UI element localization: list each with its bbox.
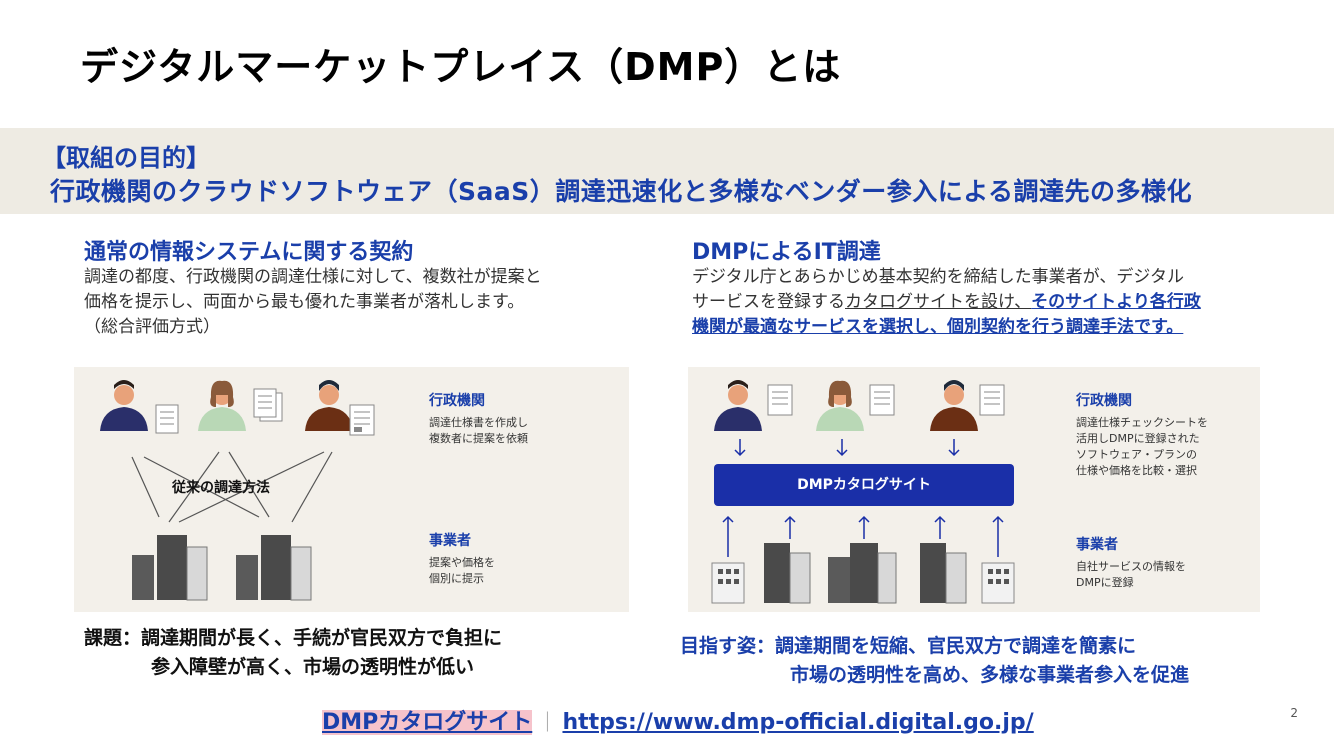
footer-separator: ｜ xyxy=(537,710,558,734)
left-biz-heading: 事業者 xyxy=(429,533,471,549)
right-gov-line4: 仕様や価格を比較・選択 xyxy=(1076,464,1197,477)
left-gov-line1: 調達仕様書を作成し xyxy=(429,416,528,429)
right-description: デジタル庁とあらかじめ基本契約を締結した事業者が、デジタル サービスを登録するカ… xyxy=(692,265,1292,340)
dmp-procurement-diagram: DMPカタログサイト 行政機関 調達仕様チェックシートを 活用しDMPに登録され… xyxy=(688,367,1260,612)
document-stack-icon xyxy=(253,388,283,422)
right-biz-line2: DMPに登録 xyxy=(1076,576,1134,589)
right-desc-line2b: カタログサイトを設け、 xyxy=(845,292,1032,312)
left-biz-line2: 個別に提示 xyxy=(429,572,484,585)
building-icon xyxy=(132,535,208,601)
page-title: デジタルマーケットプレイス（DMP）とは xyxy=(80,45,842,89)
issue-line1: 調達期間が長く、手続が官民双方で負担に xyxy=(141,627,503,649)
dmp-catalog-site-bar: DMPカタログサイト xyxy=(714,464,1014,506)
goal-label: 目指す姿： xyxy=(680,635,776,657)
left-gov-line2: 複数者に提案を依頼 xyxy=(429,432,528,445)
purpose-band xyxy=(0,128,1334,214)
left-desc-line2: 価格を提示し、両面から最も優れた事業者が落札します。 xyxy=(84,292,525,312)
building-icon xyxy=(764,543,811,604)
person-icon xyxy=(198,380,246,431)
left-description: 調達の都度、行政機関の調達仕様に対して、複数社が提案と 価格を提示し、両面から最… xyxy=(84,265,644,340)
right-heading: DMPによるIT調達 xyxy=(692,240,881,265)
right-gov-line1: 調達仕様チェックシートを xyxy=(1076,416,1208,429)
traditional-diagram-graphic xyxy=(100,380,375,601)
right-gov-line2: 活用しDMPに登録された xyxy=(1076,432,1200,445)
issue-label: 課題： xyxy=(84,627,142,649)
right-desc-line3: 機関が最適なサービスを選択し、個別契約を行う調達手法です。 xyxy=(692,317,1184,337)
right-gov-line3: ソフトウェア・プランの xyxy=(1076,448,1197,461)
person-icon xyxy=(714,380,762,431)
down-arrow-icons xyxy=(734,439,960,457)
right-desc-line2a: サービスを登録する xyxy=(692,292,845,312)
left-gov-heading: 行政機関 xyxy=(429,393,485,409)
left-heading: 通常の情報システムに関する契約 xyxy=(84,240,414,265)
dmp-url-link[interactable]: https://www.dmp-official.digital.go.jp/ xyxy=(562,710,1034,735)
person-icon xyxy=(930,380,978,431)
dmp-catalog-site-link[interactable]: DMPカタログサイト xyxy=(322,710,533,735)
small-building-icon xyxy=(981,562,1015,604)
up-arrow-icons xyxy=(722,515,1004,557)
building-icon xyxy=(236,535,312,601)
traditional-method-label: 従来の調達方法 xyxy=(172,480,270,496)
issue-line2: 参入障壁が高く、市場の透明性が低い xyxy=(151,656,475,678)
small-building-icon xyxy=(711,562,745,604)
purpose-text: 行政機関のクラウドソフトウェア（SaaS）調達迅速化と多様なベンダー参入による調… xyxy=(50,177,1193,206)
document-icon xyxy=(349,404,375,436)
traditional-procurement-diagram: 従来の調達方法 行政機関 調達仕様書を作成し 複数者に提案を依頼 事業者 提案や… xyxy=(74,367,629,612)
page-number: 2 xyxy=(1290,706,1298,720)
left-biz-line1: 提案や価格を xyxy=(429,556,495,569)
building-icon xyxy=(828,543,897,604)
crossing-arrows xyxy=(131,451,333,523)
document-icon xyxy=(767,384,793,416)
right-desc-line1: デジタル庁とあらかじめ基本契約を締結した事業者が、デジタル xyxy=(692,267,1184,287)
right-gov-heading: 行政機関 xyxy=(1076,393,1132,409)
goal-line2: 市場の透明性を高め、多様な事業者参入を促進 xyxy=(790,664,1190,686)
left-desc-line1: 調達の都度、行政機関の調達仕様に対して、複数社が提案と xyxy=(84,267,542,287)
document-icon xyxy=(869,384,895,416)
issue-block: 課題：調達期間が長く、手続が官民双方で負担に 参入障壁が高く、市場の透明性が低い xyxy=(84,624,502,682)
left-desc-line3: （総合評価方式） xyxy=(84,317,220,337)
building-icon xyxy=(920,543,967,604)
goal-block: 目指す姿：調達期間を短縮、官民双方で調達を簡素に 市場の透明性を高め、多様な事業… xyxy=(680,632,1189,690)
document-icon xyxy=(979,384,1005,416)
goal-line1: 調達期間を短縮、官民双方で調達を簡素に xyxy=(775,635,1137,657)
right-biz-line1: 自社サービスの情報を xyxy=(1076,560,1186,573)
person-icon xyxy=(816,380,864,431)
person-icon xyxy=(100,380,148,431)
purpose-label: 【取組の目的】 xyxy=(42,144,210,172)
dmp-diagram-graphic xyxy=(711,380,1015,604)
footer: DMPカタログサイト ｜ https://www.dmp-official.di… xyxy=(322,704,1034,736)
person-icon xyxy=(305,380,353,431)
document-icon xyxy=(155,404,179,434)
right-desc-line2c: そのサイトより各行政 xyxy=(1031,292,1201,312)
right-biz-heading: 事業者 xyxy=(1076,537,1118,553)
